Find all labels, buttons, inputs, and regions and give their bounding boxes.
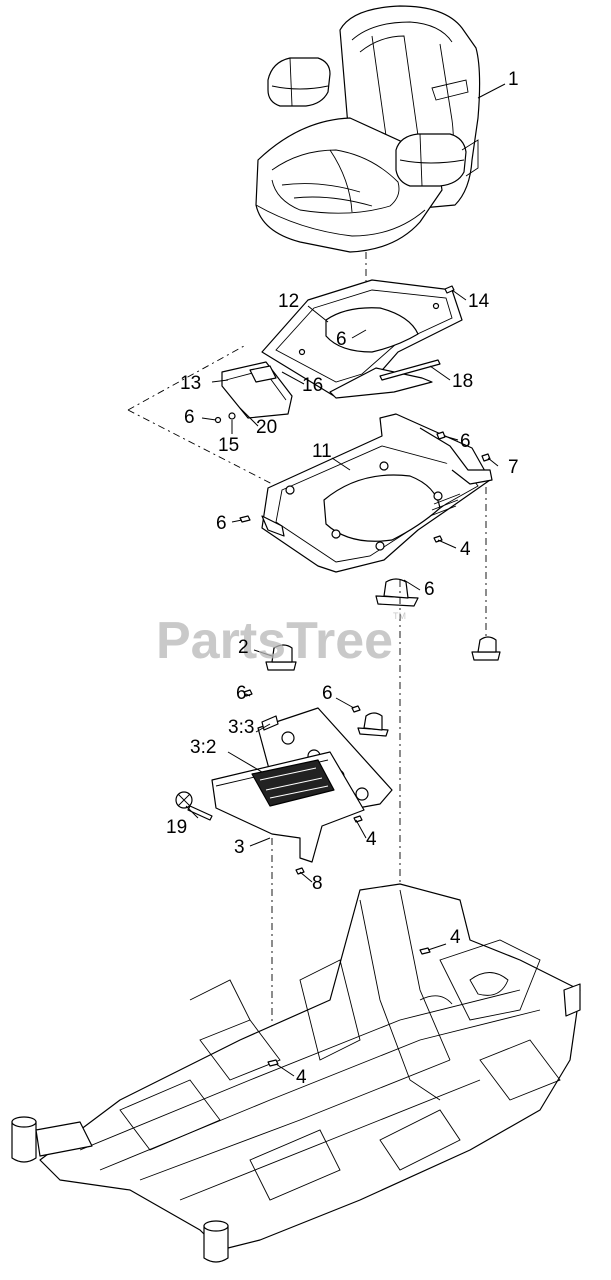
throttle-knob xyxy=(175,791,213,821)
callout-8: 8 xyxy=(312,873,323,894)
callout-7: 7 xyxy=(508,457,519,478)
watermark: PartsTreeTM xyxy=(156,611,407,670)
callout-4: 4 xyxy=(450,927,461,948)
seat-latch-bracket xyxy=(214,361,293,424)
seat-mounting-plate xyxy=(261,413,493,573)
callout-18: 18 xyxy=(452,371,474,392)
callout-4: 4 xyxy=(460,539,471,560)
callout-12: 12 xyxy=(278,291,300,312)
callout-6: 6 xyxy=(460,431,471,452)
callout-15: 15 xyxy=(218,435,240,456)
tractor-frame xyxy=(11,883,581,1263)
seat-assembly xyxy=(255,5,481,253)
callout-16: 16 xyxy=(302,375,324,396)
callout-4: 4 xyxy=(366,829,377,850)
callout-13: 13 xyxy=(180,373,202,394)
callout-6: 6 xyxy=(424,579,435,600)
callout-2: 2 xyxy=(238,637,249,658)
callout-4: 4 xyxy=(296,1067,307,1088)
callout-19: 19 xyxy=(166,817,188,838)
rubber-isolators xyxy=(265,578,501,737)
seat-rod xyxy=(379,359,441,381)
callout-1: 1 xyxy=(508,69,519,90)
callout-20: 20 xyxy=(256,417,278,438)
callout-6: 6 xyxy=(322,683,333,704)
callout-11: 11 xyxy=(312,441,332,462)
callout-6: 6 xyxy=(216,513,227,534)
callout-6: 6 xyxy=(336,329,347,350)
callout-14: 14 xyxy=(468,291,490,312)
callout-6: 6 xyxy=(236,683,247,704)
callout-3-2: 3:2 xyxy=(190,737,217,758)
callout-6: 6 xyxy=(184,407,195,428)
callout-leaders xyxy=(185,83,506,1077)
callout-3: 3 xyxy=(234,837,245,858)
control-plate xyxy=(211,707,393,863)
callout-3-3: 3:3 xyxy=(228,717,255,738)
